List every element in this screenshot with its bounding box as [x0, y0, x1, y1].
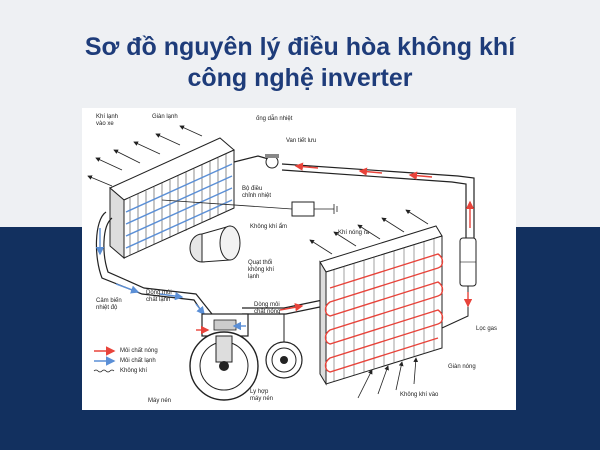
label-blower-2: không khí: [248, 267, 275, 273]
expansion-valve: [265, 154, 279, 169]
legend-air-label: Không khí: [120, 368, 148, 374]
compressor-clutch: [265, 314, 303, 379]
diagram-drawing: [87, 125, 477, 401]
thermostat: [161, 199, 338, 217]
label-clutch-1: Ly hợp: [250, 389, 269, 395]
page-title-line-1: Sơ đồ nguyên lý điều hòa không khí: [84, 33, 516, 61]
label-thermostat-2: chỉnh nhiệt: [242, 193, 272, 199]
label-hot-flow-2: chất nóng: [254, 309, 281, 315]
label-clutch-2: máy nén: [250, 396, 274, 402]
cold-flow-arrows: [95, 228, 205, 316]
label-cold-flow-1: Dòng môi: [146, 290, 172, 296]
cold-air-arrows: [87, 125, 203, 187]
page-title-line-2: công nghệ inverter: [187, 64, 413, 92]
label-hot-air-out: Khí nóng ra: [338, 230, 370, 236]
air-in-arrows: [357, 357, 419, 399]
label-evaporator: Giàn lạnh: [152, 114, 178, 120]
label-hot-flow-1: Dòng môi: [254, 302, 280, 308]
label-humid-air: Không khí ẩm: [250, 224, 288, 230]
condenser-coil: [319, 225, 444, 386]
evaporator-coil: [109, 137, 235, 260]
label-condenser: Giàn nóng: [448, 364, 476, 370]
label-blower-1: Quạt thổi: [248, 260, 273, 266]
legend-cold-label: Môi chất lạnh: [120, 358, 156, 364]
label-cold-air-1: Khí lạnh: [96, 114, 119, 120]
label-temp-sensor-2: nhiệt độ: [96, 305, 118, 311]
legend: [93, 346, 116, 373]
label-air-in: Không khí vào: [400, 392, 439, 398]
receiver-filter: [441, 237, 477, 329]
inverter-ac-diagram: Khí lạnh vào xe Giàn lạnh ống dẫn nhiệt …: [82, 108, 516, 410]
legend-hot-label: Môi chất nóng: [120, 348, 158, 354]
label-heat-pipe: ống dẫn nhiệt: [256, 116, 293, 122]
label-cold-flow-2: chất lạnh: [146, 297, 171, 303]
blower-fan: [189, 225, 241, 263]
label-temp-sensor-1: Cảm biến: [96, 298, 122, 304]
hot-air-out-arrows: [309, 209, 429, 255]
label-gas-filter: Lọc gas: [476, 326, 498, 332]
compressor: [189, 313, 259, 401]
label-expansion-valve: Van tiết lưu: [286, 138, 317, 144]
label-blower-3: lạnh: [248, 274, 260, 280]
label-thermostat-1: Bộ điều: [242, 186, 263, 192]
label-compressor: Máy nén: [148, 398, 172, 404]
label-cold-air-2: vào xe: [96, 121, 114, 127]
